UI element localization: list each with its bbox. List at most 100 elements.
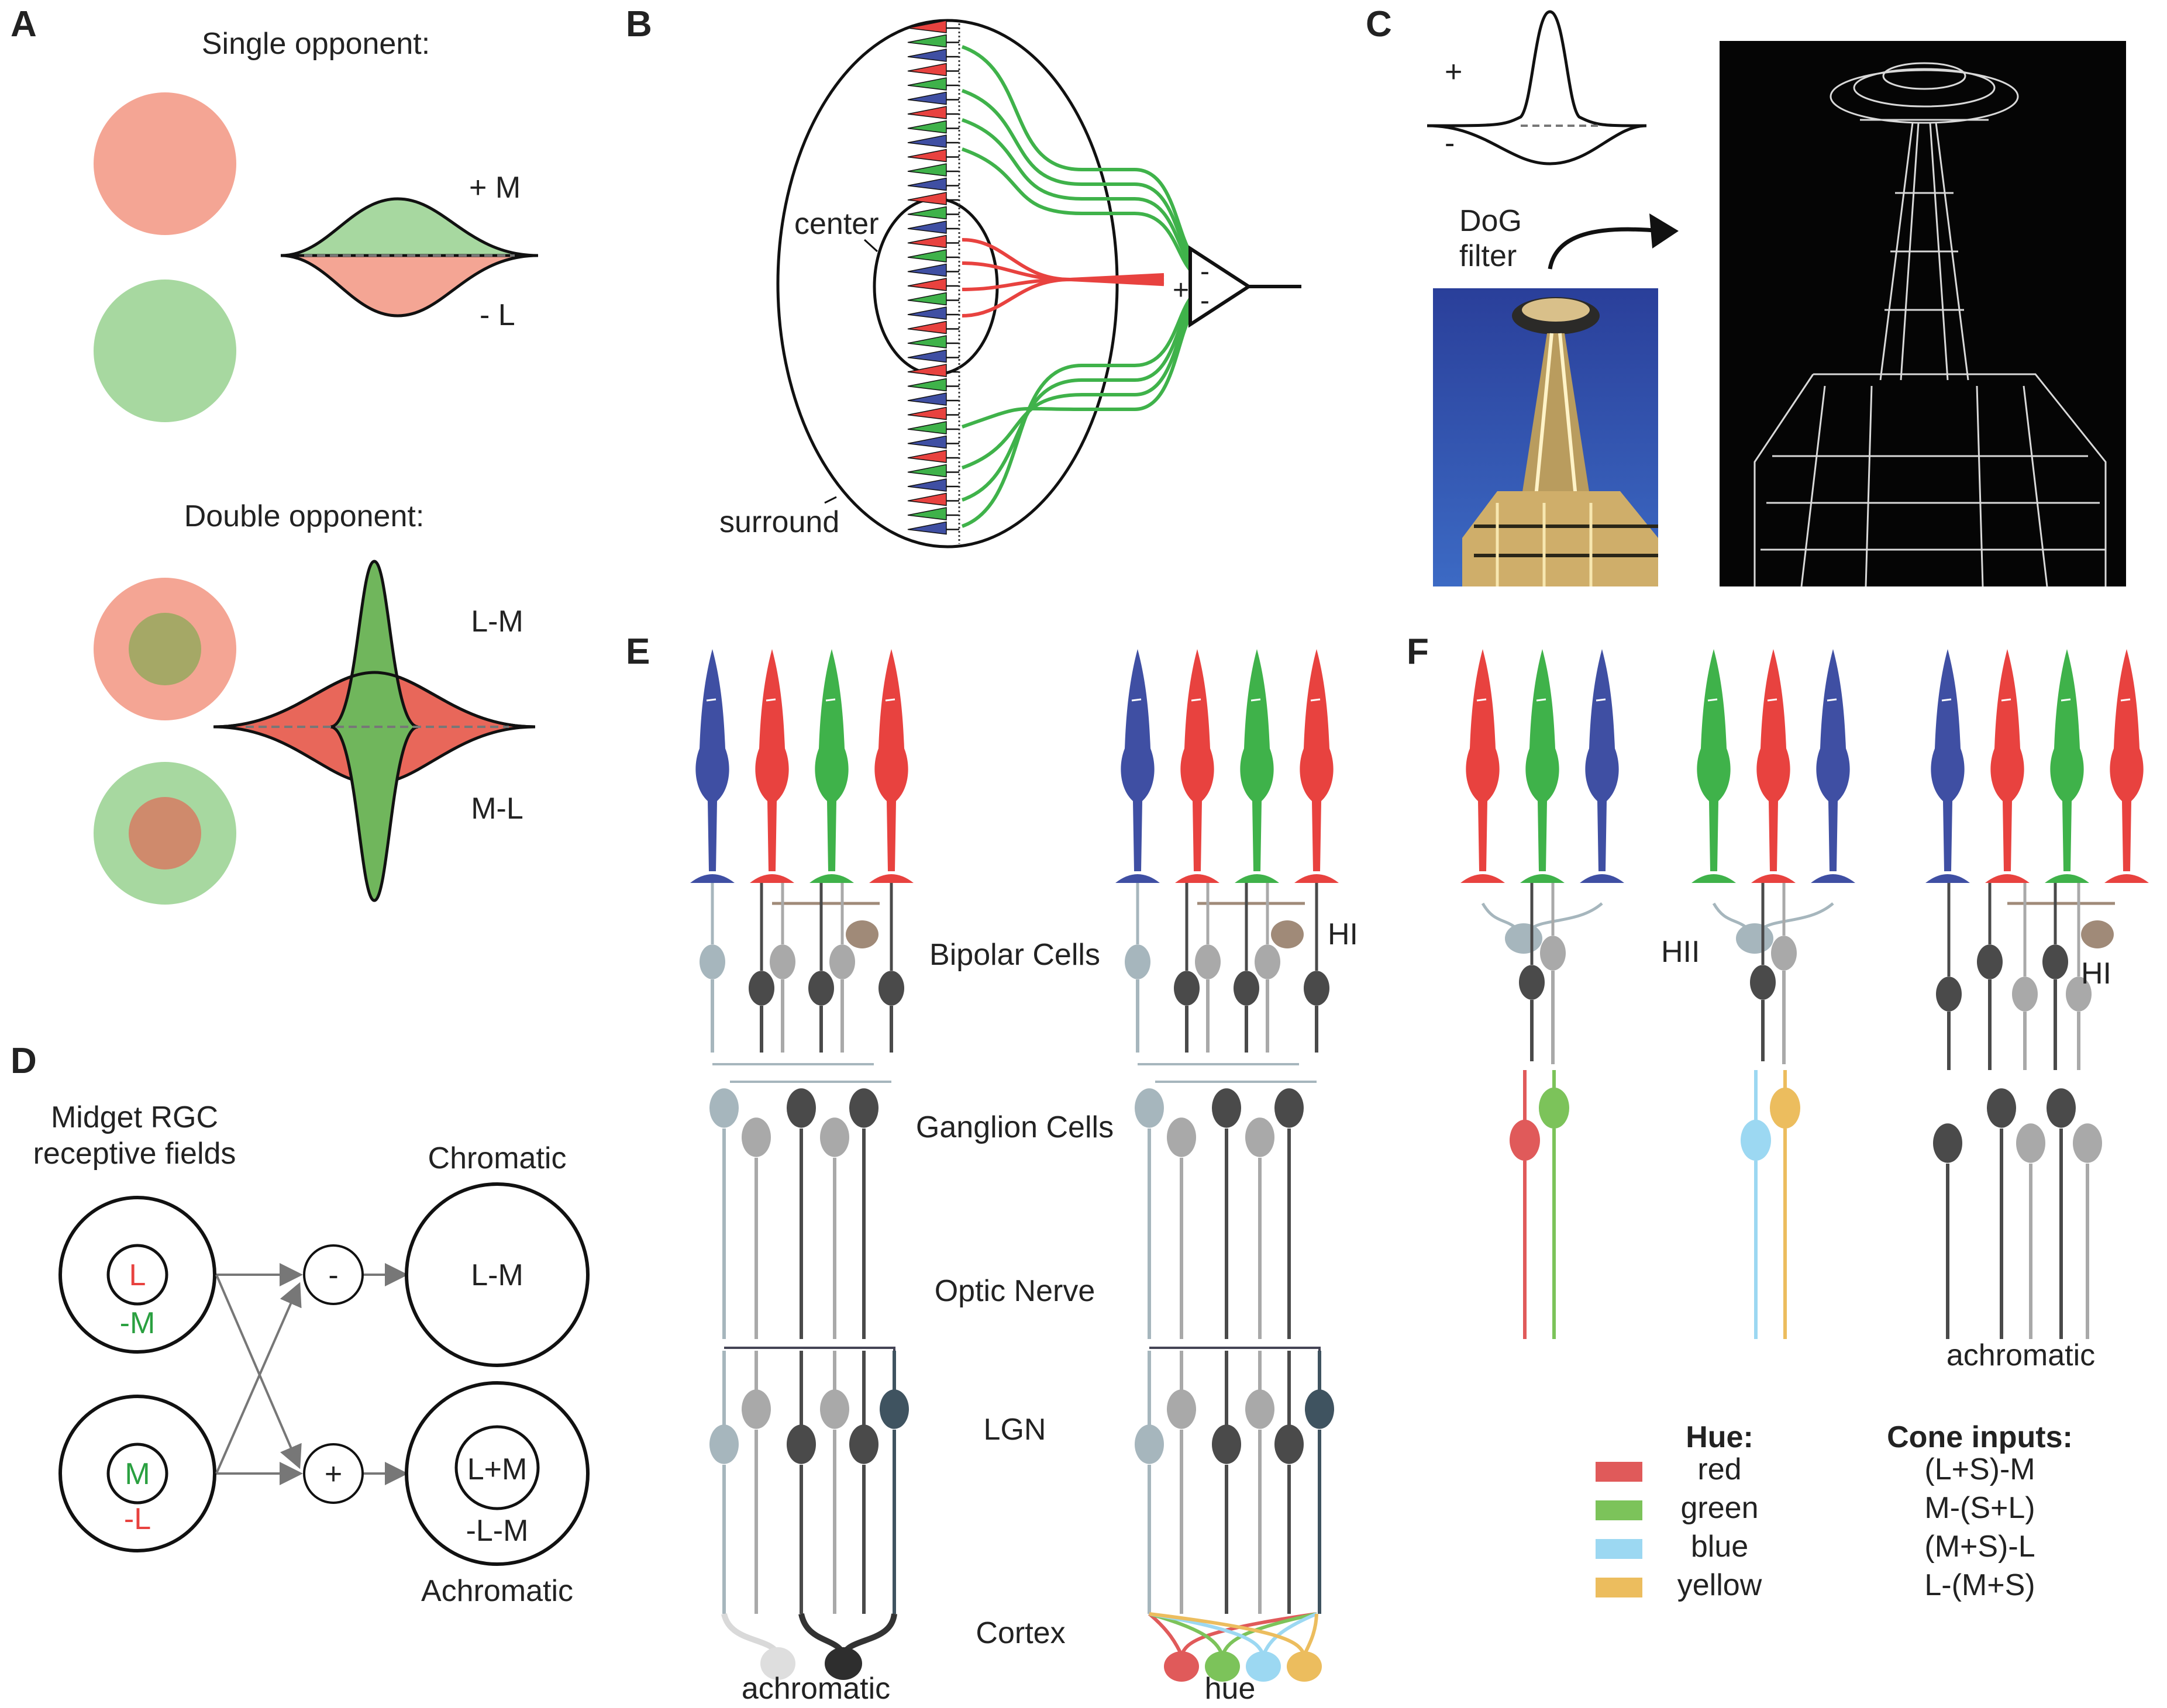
double-opponent-bottom-label: M-L	[471, 792, 523, 826]
op-minus-node	[303, 1244, 364, 1305]
cone-cell	[2110, 649, 2144, 871]
double-opponent-narrow-lobe	[330, 560, 419, 902]
surround-wire-bottom	[962, 302, 1205, 429]
cell-soma	[749, 971, 774, 1006]
cell-soma	[1274, 1424, 1304, 1464]
hue-cortex-cell	[1287, 1651, 1322, 1682]
cell-soma	[2016, 1123, 2045, 1163]
cell-soma	[808, 971, 834, 1006]
cell-soma	[1135, 1424, 1164, 1464]
filter-arrow-shaft	[1548, 227, 1662, 270]
legend-swatch-green	[1596, 1500, 1642, 1520]
cell-soma	[1125, 944, 1150, 979]
cone-cell	[815, 649, 849, 871]
cell-soma	[787, 1088, 816, 1128]
filter-arrow-head	[1649, 213, 1679, 249]
cone-cell	[1466, 649, 1500, 871]
single-opponent-plus-lobe	[280, 197, 539, 257]
double-opponent-red-center	[129, 797, 201, 869]
panel-f: F HII HI achromatic	[1407, 632, 2149, 1372]
legend-cone-blue: (M+S)-L	[1924, 1530, 2035, 1564]
chromatic-label: Chromatic	[428, 1141, 567, 1175]
d-arrows	[215, 1263, 408, 1485]
cell-soma	[2047, 1088, 2076, 1128]
cell-soma	[700, 944, 725, 979]
cone-pedicle	[1175, 874, 1219, 883]
cone-s	[907, 478, 947, 492]
legend-swatch-blue	[1596, 1539, 1642, 1559]
cell-soma	[2066, 977, 2092, 1012]
cone-l	[907, 450, 947, 463]
cell-soma	[2073, 1123, 2102, 1163]
cell-soma	[1167, 1117, 1196, 1157]
rf2-surround-label: -L	[124, 1502, 151, 1536]
cell-soma	[849, 1424, 878, 1464]
cone-marker	[1191, 698, 1201, 702]
surround-wire-top	[962, 147, 1205, 279]
legend-cone-yellow: L-(M+S)	[1924, 1568, 2035, 1602]
cone-pedicle	[690, 874, 735, 883]
panel-b: B + - - center surround	[626, 4, 1301, 548]
cone-marker	[1250, 698, 1261, 702]
cone-l	[907, 192, 947, 205]
surround-wire-bottom	[962, 288, 1205, 528]
cone-m	[907, 249, 947, 263]
cell-soma	[2012, 977, 2038, 1012]
cell-soma	[1540, 936, 1566, 971]
e-hue-label: hue	[1205, 1672, 1256, 1706]
cone-cell	[1240, 649, 1274, 871]
op-plus-node	[303, 1443, 364, 1504]
cone-cell	[1525, 649, 1559, 871]
cone-cell	[1931, 649, 1965, 871]
legend-hue-red: red	[1697, 1452, 1741, 1486]
hue-cortex-cell	[1205, 1651, 1240, 1682]
cone-s	[907, 306, 947, 320]
surround-wire-bottom	[962, 298, 1205, 470]
cone-marker	[766, 698, 776, 702]
cone-m	[907, 292, 947, 306]
cone-m	[907, 163, 947, 177]
cell-soma	[1245, 1117, 1274, 1157]
cone-m	[907, 378, 947, 392]
panel-letter-b: B	[626, 4, 652, 44]
rf1-center	[106, 1244, 168, 1306]
cell-soma	[709, 1424, 739, 1464]
summing-minus-2: -	[1200, 285, 1210, 316]
cone-s	[907, 349, 947, 363]
cell-soma	[1255, 944, 1280, 979]
op-minus-label: -	[328, 1258, 338, 1292]
cone-pedicle	[1985, 874, 2030, 883]
summing-unit	[1188, 245, 1252, 328]
cone-l	[907, 320, 947, 334]
chromatic-output-field	[405, 1182, 590, 1367]
f-hii-label: HII	[1661, 935, 1700, 969]
cell-soma	[1770, 1087, 1800, 1129]
dog-negative-curve	[1427, 124, 1647, 165]
cone-l	[907, 234, 947, 249]
cortex-cell-dark	[825, 1647, 862, 1680]
panel-letter-e: E	[626, 632, 650, 672]
cone-pedicle	[1115, 874, 1160, 883]
cone-pedicle	[1811, 874, 1855, 883]
surround-wire-top	[962, 89, 1205, 270]
cone-marker	[1596, 698, 1606, 702]
cone-cell	[1585, 649, 1619, 871]
cortex-dendrite	[721, 1613, 781, 1657]
cell-soma	[1305, 1389, 1334, 1429]
horizontal-cell-soma	[846, 920, 878, 948]
summing-minus-1: -	[1200, 256, 1210, 287]
cone-m	[907, 77, 947, 91]
cone-marker	[1310, 698, 1321, 702]
tower-photo	[1433, 288, 1658, 586]
cone-cell	[755, 649, 789, 871]
cortex-cell-light	[760, 1647, 795, 1680]
cone-pedicle	[1580, 874, 1624, 883]
surround-wire-top	[962, 118, 1205, 274]
surround-leader	[824, 496, 837, 504]
legend-hue-header: Hue:	[1686, 1420, 1753, 1454]
cell-soma	[742, 1389, 771, 1429]
achromatic-surround-label: -L-M	[466, 1514, 529, 1548]
dog-minus-label: -	[1445, 126, 1455, 160]
cone-pedicle	[1751, 874, 1796, 883]
